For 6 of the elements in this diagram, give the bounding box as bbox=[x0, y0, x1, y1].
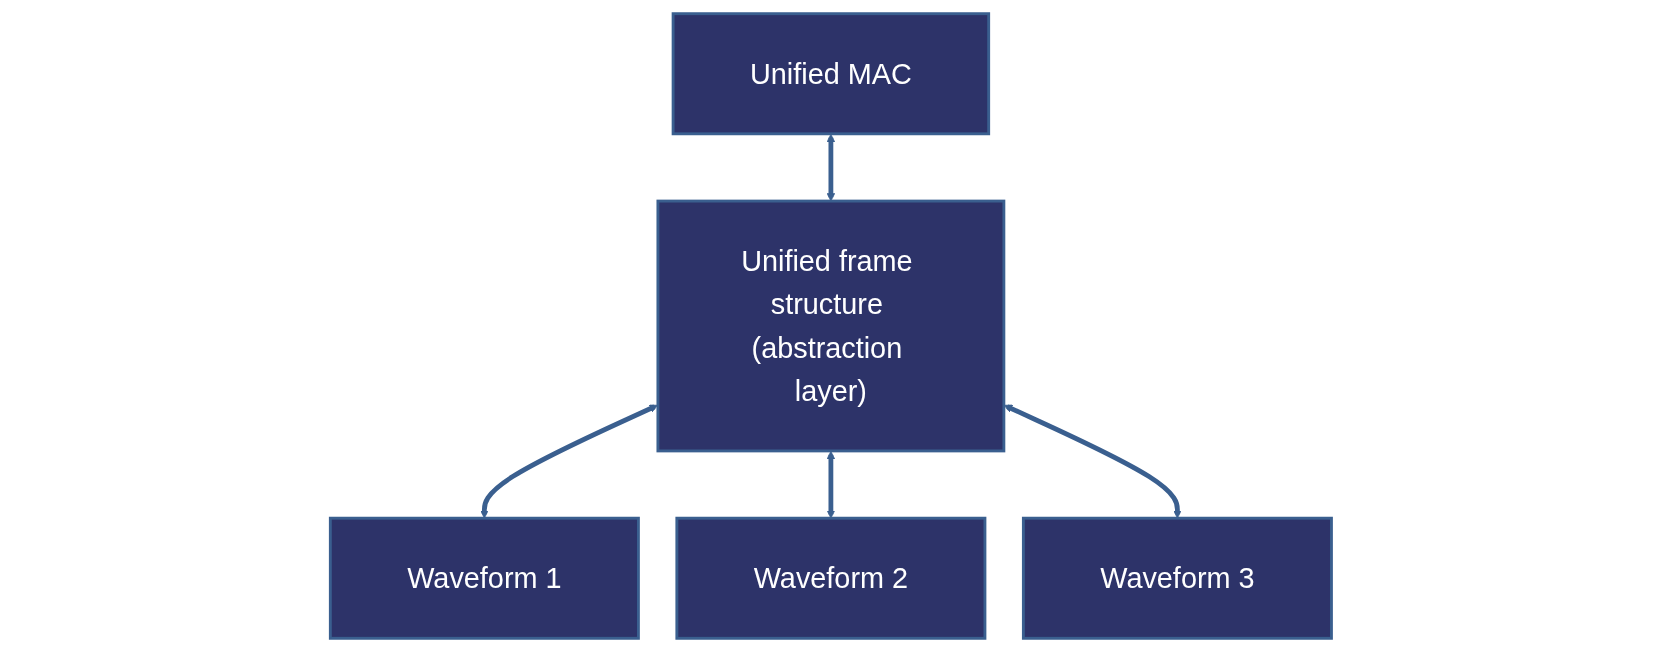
node-box: Waveform 1 bbox=[328, 516, 640, 640]
node-box: Waveform 3 bbox=[1021, 516, 1333, 640]
node-box: Unified MAC bbox=[671, 11, 990, 135]
node-box: Waveform 2 bbox=[675, 516, 986, 640]
arrow bbox=[826, 133, 835, 201]
node-box: Unified frame structure (abstraction layer) bbox=[656, 199, 1005, 452]
